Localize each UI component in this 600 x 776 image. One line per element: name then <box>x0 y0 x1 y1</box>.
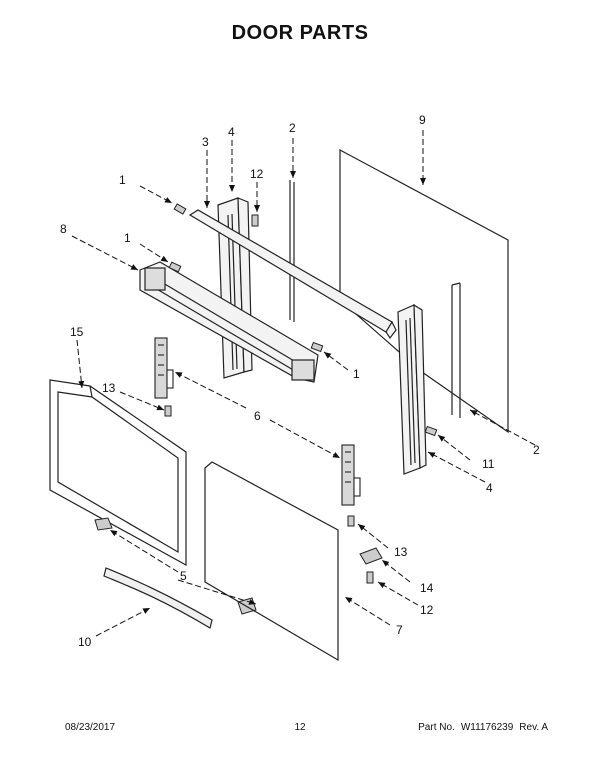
inner-glass-panel <box>339 148 509 434</box>
screw-part-13-right <box>347 515 355 527</box>
callout-2-right: 2 <box>533 443 540 457</box>
door-top-cap <box>188 209 397 340</box>
latch-clip-left <box>94 517 113 531</box>
screw-part-1-top <box>173 203 187 215</box>
callout-10: 10 <box>78 635 92 649</box>
inner-door-panel <box>204 461 339 662</box>
screw-part-1-low <box>310 341 324 353</box>
door-handle-trim <box>103 567 213 629</box>
page-title: DOOR PARTS <box>231 22 369 44</box>
footer-part-label: Part No. <box>418 722 455 733</box>
door-hinge-right <box>341 444 361 506</box>
screw-part-13-left <box>164 405 172 417</box>
callout-6: 6 <box>254 409 261 423</box>
footer-part-number: W11176239 <box>460 722 514 733</box>
screw-part-12-top <box>251 214 259 227</box>
callout-1-top: 1 <box>119 173 126 187</box>
door-channel-right <box>397 303 427 475</box>
callout-12-low: 12 <box>420 603 434 617</box>
footer-part-info: Part No. W11176239 Rev. A <box>418 722 548 733</box>
callout-11: 11 <box>482 457 495 471</box>
callout-15: 15 <box>70 325 84 339</box>
callout-3: 3 <box>202 135 209 149</box>
callout-1-mid: 1 <box>124 231 131 245</box>
callout-9: 9 <box>419 113 426 127</box>
screw-part-12-low <box>366 571 374 584</box>
footer-date: 08/23/2017 <box>65 722 116 733</box>
callout-7: 7 <box>396 623 403 637</box>
callout-8: 8 <box>60 222 67 236</box>
screw-part-1-mid <box>168 261 182 273</box>
spacer-strip-upper <box>289 180 295 322</box>
callout-5: 5 <box>180 569 187 583</box>
clip-part-14 <box>359 547 383 565</box>
callout-13-left: 13 <box>102 381 116 395</box>
door-frame-bracket <box>139 261 319 383</box>
callout-14: 14 <box>420 581 434 595</box>
spacer-strip-lower <box>451 282 461 418</box>
footer-page-number: 12 <box>294 722 306 733</box>
callout-13-right: 13 <box>394 545 408 559</box>
screw-part-11 <box>424 425 438 437</box>
footer-revision: Rev. A <box>519 722 548 733</box>
callout-2-top: 2 <box>289 121 296 135</box>
callout-4-top: 4 <box>228 125 235 139</box>
callout-4-right: 4 <box>486 481 493 495</box>
callout-12-top: 12 <box>250 167 264 181</box>
door-hinge-left <box>154 337 174 399</box>
leader-lines <box>71 130 536 637</box>
callout-1-low: 1 <box>353 367 360 381</box>
